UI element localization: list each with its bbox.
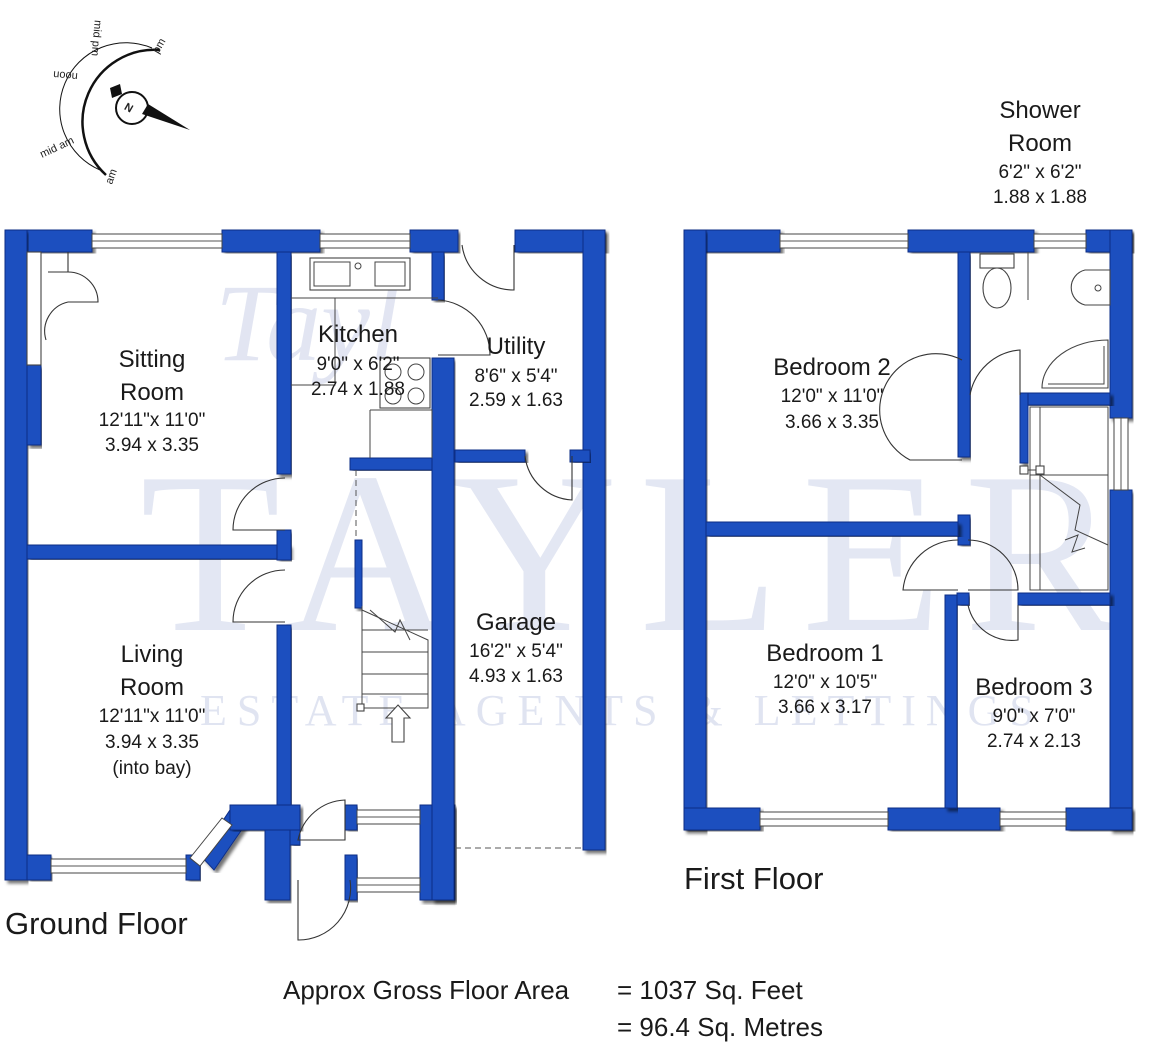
bedroom2-imperial: 12'0" x 11'0" [781,386,884,407]
living-room-name-2: Room [120,674,184,701]
first-floor-walls [683,229,1133,831]
living-room-name-1: Living [121,641,184,668]
door [232,569,286,623]
first-floor-label: First Floor [684,861,824,896]
watermark-tagline: ESTATE AGENTS & LETTINGS [200,686,1044,735]
shower-tray-icon [1041,339,1109,389]
sitting-room-name-1: Sitting [119,346,186,373]
door [879,353,963,461]
sitting-room-imperial: 12'11"x 11'0" [99,410,206,431]
stairs-icon [356,606,429,712]
basin-icon [1070,269,1111,306]
door [969,349,1021,396]
compass-icon: N mid pm pm noon mid am am [38,20,190,186]
living-room-note: (into bay) [112,758,191,779]
stairs-icon [1019,406,1109,591]
compass-label-mid-pm: mid pm [89,20,104,57]
toilet-icon [979,253,1015,309]
bedroom2-name: Bedroom 2 [773,354,890,381]
garage-name: Garage [476,609,556,636]
door [967,539,1019,591]
garage-imperial: 16'2" x 5'4" [469,641,563,662]
ground-floor-walls [4,229,606,901]
first-floor-fixtures [879,252,1111,641]
compass-label-am: am [103,167,120,185]
living-room-metric: 3.94 x 3.35 [105,732,199,753]
bedroom1-imperial: 12'0" x 10'5" [773,672,877,693]
garage-metric: 4.93 x 1.63 [469,666,563,687]
bedroom1-name: Bedroom 1 [766,640,883,667]
first-floor-windows [759,233,1129,827]
sitting-room-name-2: Room [120,379,184,406]
sink-icon [309,257,411,291]
shower-room-name-1: Shower [999,97,1080,124]
ground-floor-label: Ground Floor [5,906,188,941]
compass-label-mid-am: mid am [38,135,76,161]
door [524,455,573,501]
area-label: Approx Gross Floor Area [283,975,570,1005]
bedroom3-metric: 2.74 x 2.13 [987,731,1081,752]
living-room-imperial: 12'11"x 11'0" [99,706,206,727]
compass-label-pm: pm [150,36,168,55]
utility-metric: 2.59 x 1.63 [469,390,563,411]
area-sqft: = 1037 Sq. Feet [617,975,804,1005]
shower-room-imperial: 6'2" x 6'2" [998,162,1081,183]
utility-name: Utility [487,333,546,360]
stairs-up-arrow-icon [384,704,412,743]
door [437,299,491,356]
bedroom2-metric: 3.66 x 3.35 [785,412,879,433]
ground-floor-fixtures [26,244,583,941]
door [232,477,286,531]
door [902,539,959,591]
kitchen-imperial: 9'0" x 6'2" [316,354,399,375]
kitchen-metric: 2.74 x 1.88 [311,379,405,400]
area-sqm: = 96.4 Sq. Metres [617,1012,823,1042]
sitting-room-metric: 3.94 x 3.35 [105,435,199,456]
door [297,799,346,841]
ground-floor-windows [50,233,421,893]
kitchen-name: Kitchen [318,321,398,348]
bedroom3-imperial: 9'0" x 7'0" [992,706,1075,727]
bedroom1-metric: 3.66 x 3.17 [778,697,872,718]
shower-room-metric: 1.88 x 1.88 [993,187,1087,208]
utility-imperial: 8'6" x 5'4" [474,366,557,387]
compass-label-noon: noon [53,68,78,82]
door [461,244,515,291]
bedroom3-name: Bedroom 3 [975,674,1092,701]
shower-room-name-2: Room [1008,130,1072,157]
